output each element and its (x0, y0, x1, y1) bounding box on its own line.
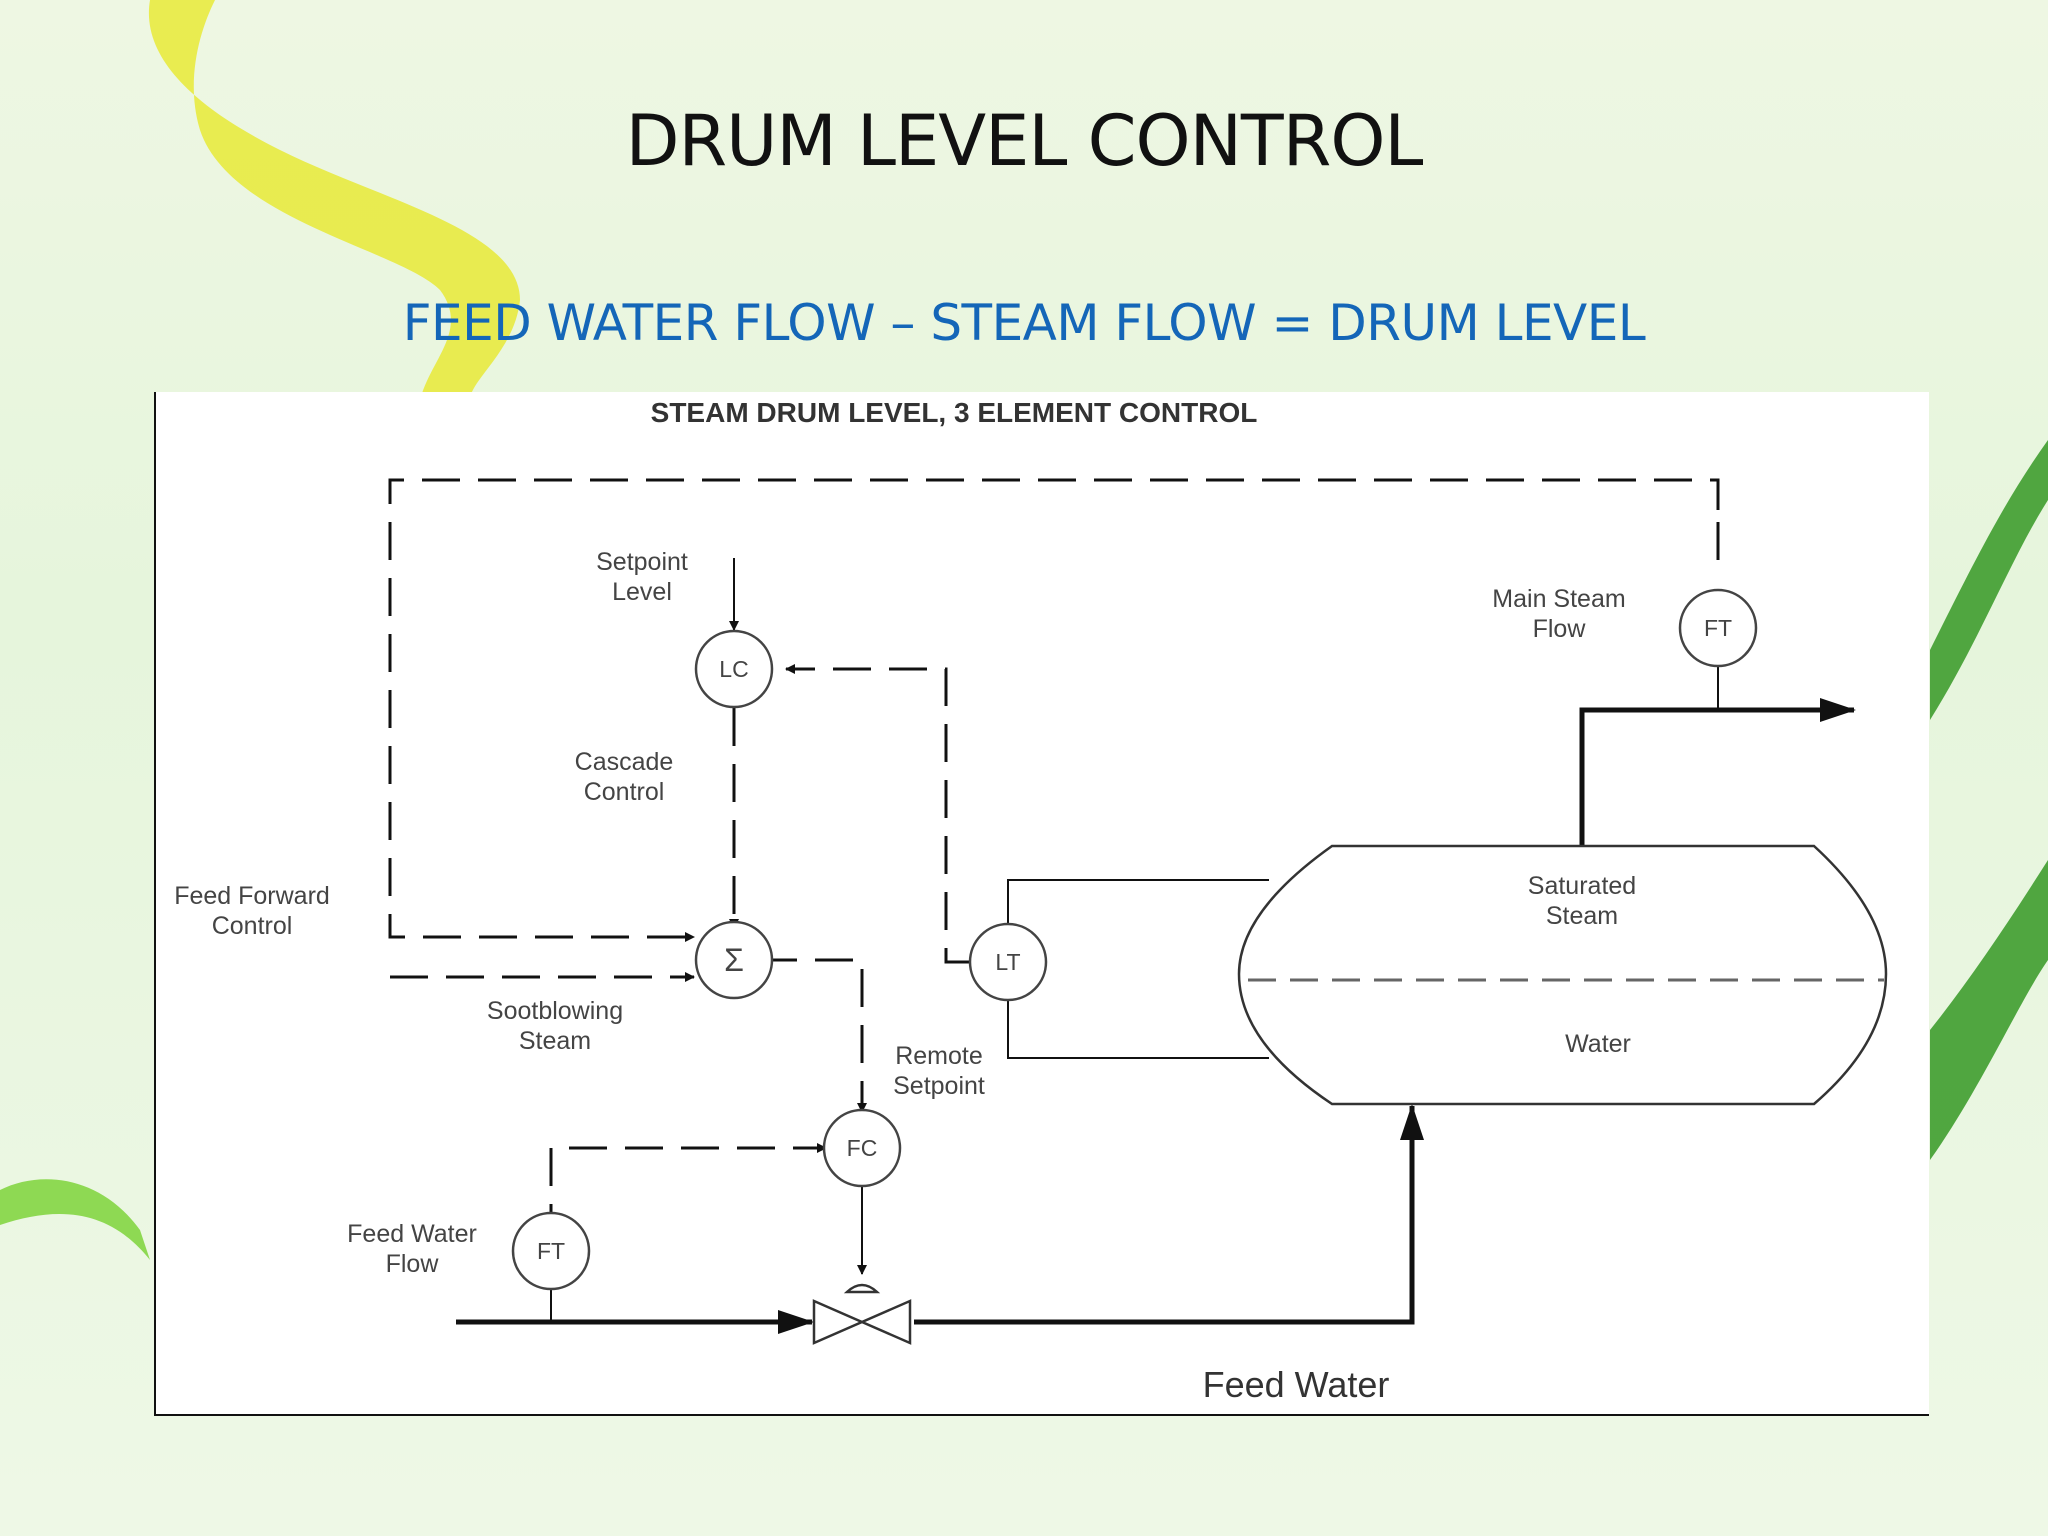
drum-vessel (1237, 844, 1888, 1106)
main-steam-flow-line2: Flow (1533, 615, 1587, 643)
valve-body[interactable] (812, 1299, 912, 1345)
feed-forward-line2: Control (212, 912, 293, 940)
signal-lines (388, 478, 1720, 1242)
valve-actuator[interactable] (843, 1283, 881, 1294)
green-ribbon-right (1930, 440, 2048, 1160)
sum-block[interactable] (694, 920, 774, 1000)
lc-label: LC (719, 656, 748, 682)
ft-feed-label: FT (537, 1238, 565, 1264)
sootblowing-line1: Sootblowing (487, 997, 623, 1025)
lt-bottom-tap (1007, 1000, 1269, 1059)
ft-steam-instrument[interactable] (1678, 588, 1758, 668)
diagram-labels: Setpoint Level Cascade Control Feed Forw… (174, 548, 1636, 1405)
slide-subtitle: FEED WATER FLOW – STEAM FLOW = DRUM LEVE… (402, 294, 1646, 352)
setpoint-level-line2: Level (612, 578, 672, 606)
fc-instrument[interactable] (822, 1108, 902, 1188)
feed-water-to-drum-pipe (914, 1104, 1424, 1325)
yellow-ribbon (148, 0, 521, 400)
feed-water-flow-line2: Flow (386, 1250, 440, 1278)
setpoint-level-line1: Setpoint (596, 548, 688, 576)
fc-label: FC (847, 1135, 878, 1161)
feed-forward-line (388, 478, 1720, 942)
lt-instrument[interactable] (968, 922, 1048, 1002)
saturated-steam-line1: Saturated (1528, 872, 1636, 900)
process-pipes (456, 698, 1856, 1334)
main-steam-flow-line1: Main Steam (1492, 585, 1625, 613)
green-ribbon-left (0, 1179, 150, 1260)
cascade-control-line1: Cascade (575, 748, 674, 776)
sootblowing-line2: Steam (519, 1027, 591, 1055)
cascade-control-line2: Control (584, 778, 665, 806)
feed-water-flow-line1: Feed Water (347, 1220, 477, 1248)
lt-label: LT (995, 949, 1020, 975)
feed-water-label: Feed Water (1203, 1364, 1390, 1405)
ft-feed-instrument[interactable] (511, 1211, 591, 1291)
control-valve[interactable] (812, 1283, 912, 1345)
sum-to-fc-line (759, 958, 867, 1113)
feed-forward-line1: Feed Forward (174, 882, 330, 910)
ft-steam-label: FT (1704, 615, 1732, 641)
diagram-title: STEAM DRUM LEVEL, 3 ELEMENT CONTROL (651, 397, 1258, 428)
remote-setpoint-line2: Setpoint (893, 1072, 985, 1100)
lc-instrument[interactable] (694, 629, 774, 709)
steam-drum (1237, 844, 1888, 1106)
remote-setpoint-line1: Remote (895, 1042, 983, 1070)
lt-to-lc-line (785, 664, 970, 964)
saturated-steam-line2: Steam (1546, 902, 1618, 930)
sum-label: Σ (724, 942, 744, 978)
slide-title: DRUM LEVEL CONTROL (625, 100, 1424, 182)
main-steam-pipe (1579, 698, 1856, 845)
instrument-labels: LC Σ FC LT FT FT (537, 615, 1732, 1264)
drum-level-diagram: STEAM DRUM LEVEL, 3 ELEMENT CONTROL (154, 392, 1929, 1416)
instruments (511, 588, 1758, 1291)
water-label: Water (1565, 1030, 1631, 1058)
ft-feed-to-fc-line (549, 1143, 827, 1242)
